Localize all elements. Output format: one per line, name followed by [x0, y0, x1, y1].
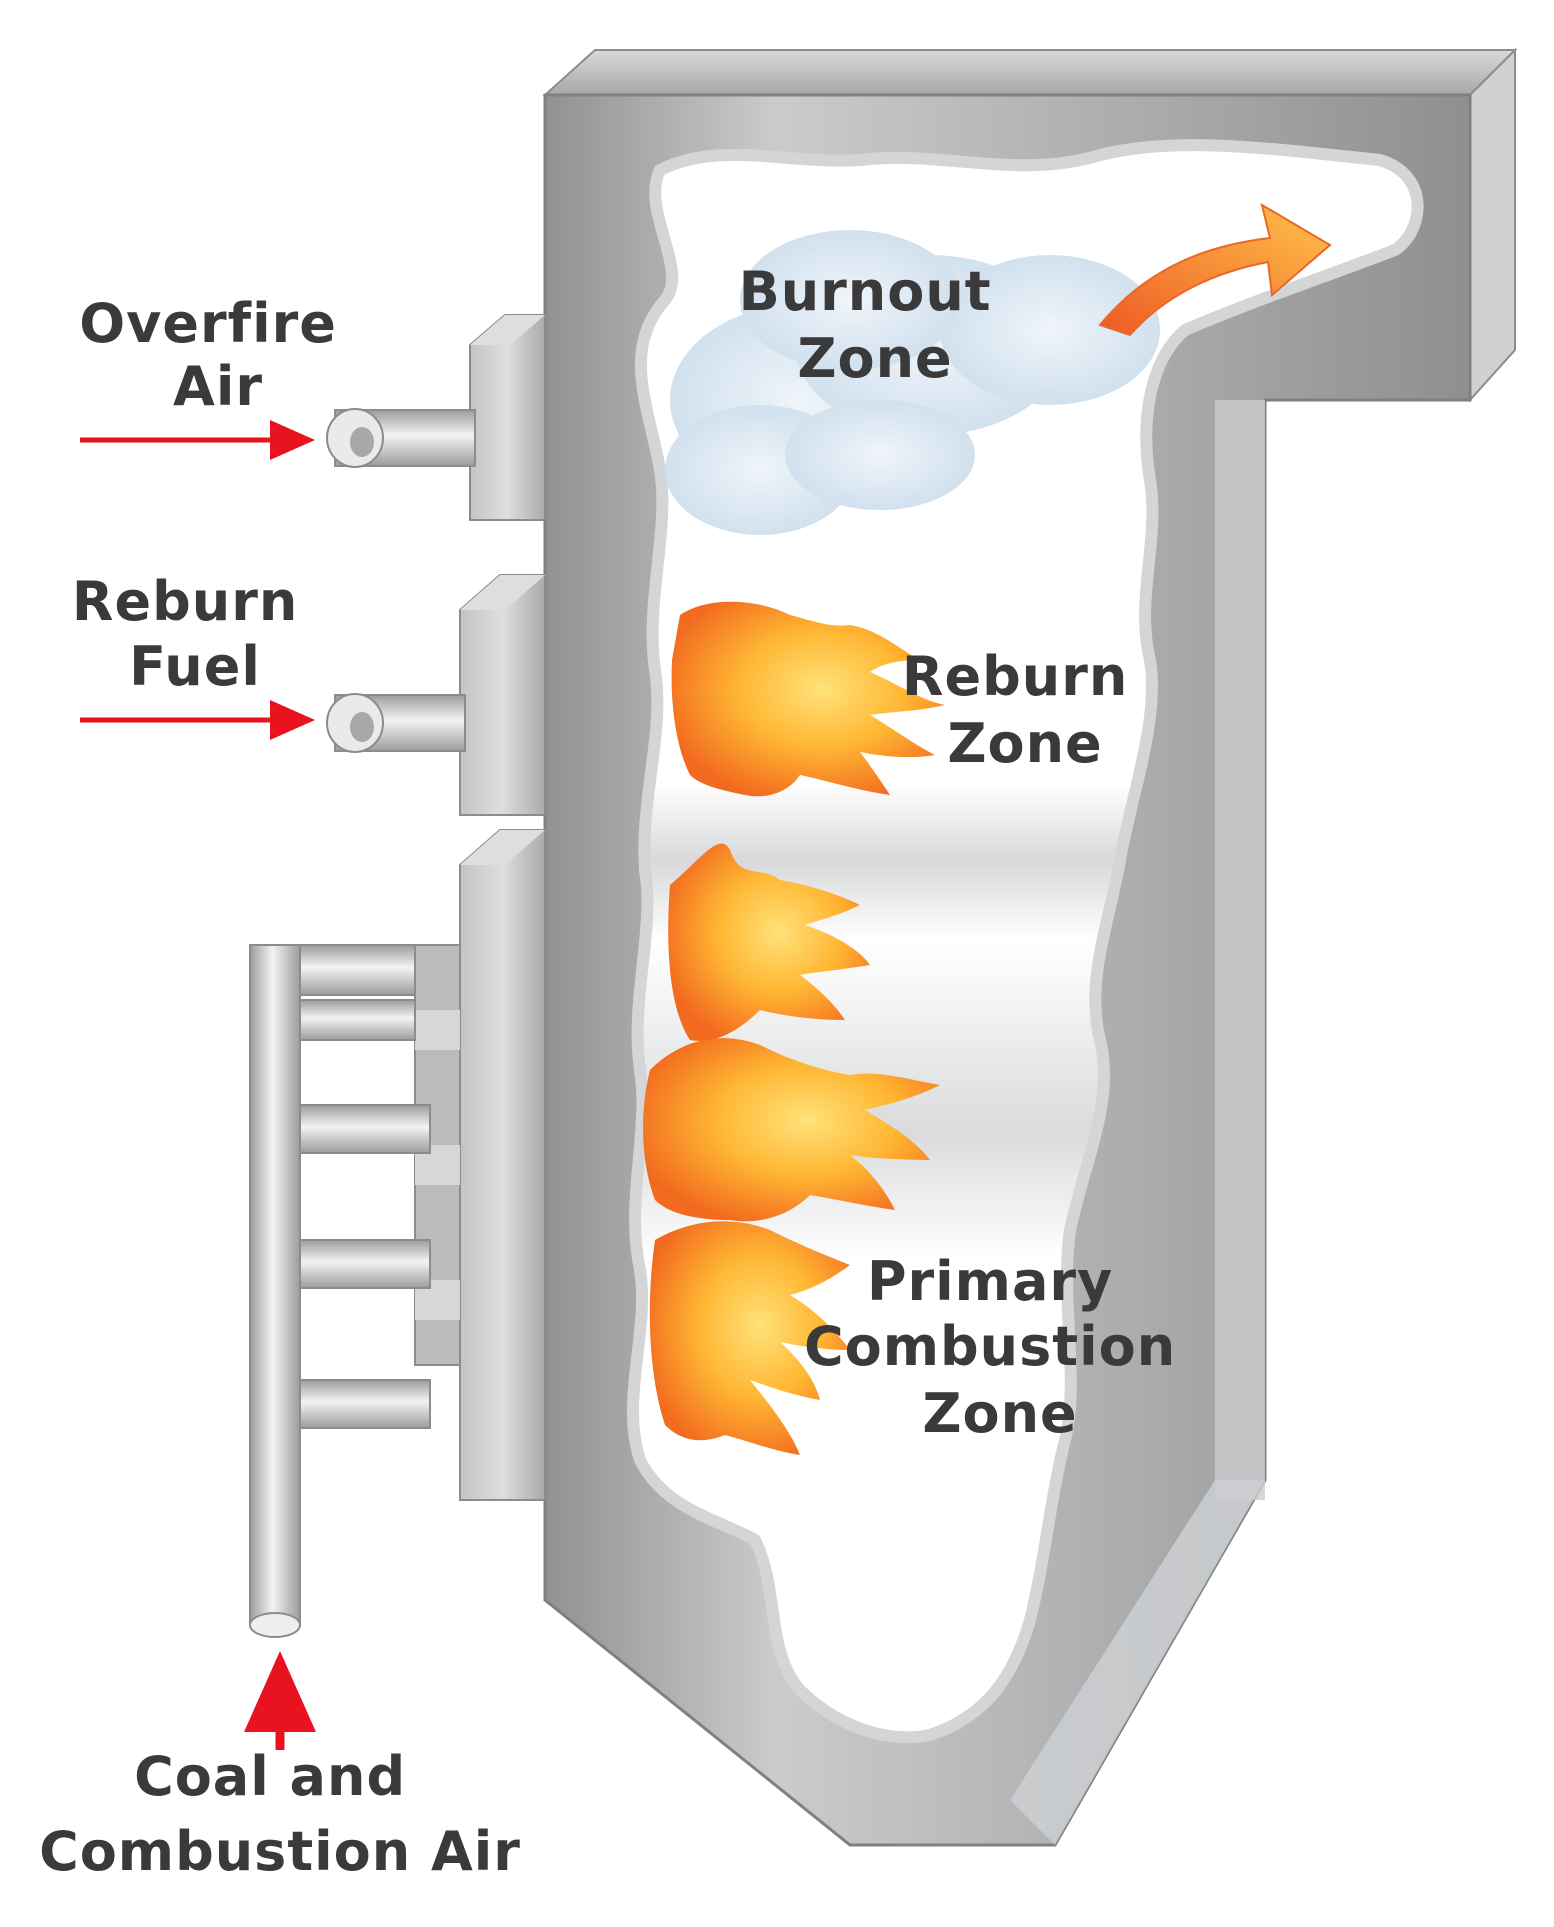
primary-zone-label-line1: Primary — [867, 1250, 1113, 1313]
reburn-fuel-port — [326, 574, 546, 816]
reburn-fuel-label: Reburn Fuel — [72, 570, 318, 698]
primary-zone-label-line3: Zone — [922, 1382, 1077, 1445]
overfire-air-label: Overfire Air — [79, 292, 356, 418]
reburn-zone-label: Reburn Zone — [902, 645, 1148, 775]
reburn-flame — [671, 601, 945, 797]
burnout-zone-label: Burnout Zone — [739, 260, 1012, 390]
reburn-zone-label-line2: Zone — [947, 712, 1102, 775]
coal-burner-block — [459, 829, 546, 1501]
coal-air-label: Coal and Combustion Air — [39, 1745, 521, 1883]
burnout-cloud — [665, 230, 1160, 535]
overfire-air-label-line1: Overfire — [79, 292, 337, 355]
flue-gas-arrow — [1098, 202, 1332, 337]
primary-combustion-zone-label: Primary Combustion Zone — [804, 1250, 1196, 1445]
coal-air-label-line2: Combustion Air — [39, 1820, 521, 1883]
burnout-zone-label-line1: Burnout — [739, 260, 992, 323]
burnout-zone-label-line2: Zone — [797, 327, 952, 390]
reburn-fuel-label-line1: Reburn — [72, 570, 298, 633]
reburn-zone-label-line1: Reburn — [902, 645, 1128, 708]
reburn-fuel-label-line2: Fuel — [129, 635, 261, 698]
overfire-air-port — [326, 314, 546, 521]
primary-zone-label-line2: Combustion — [804, 1315, 1176, 1378]
primary-flames — [643, 843, 940, 1455]
coal-air-label-line1: Coal and — [134, 1745, 406, 1808]
overfire-air-label-line2: Air — [173, 355, 263, 418]
coal-air-manifold — [249, 944, 461, 1638]
